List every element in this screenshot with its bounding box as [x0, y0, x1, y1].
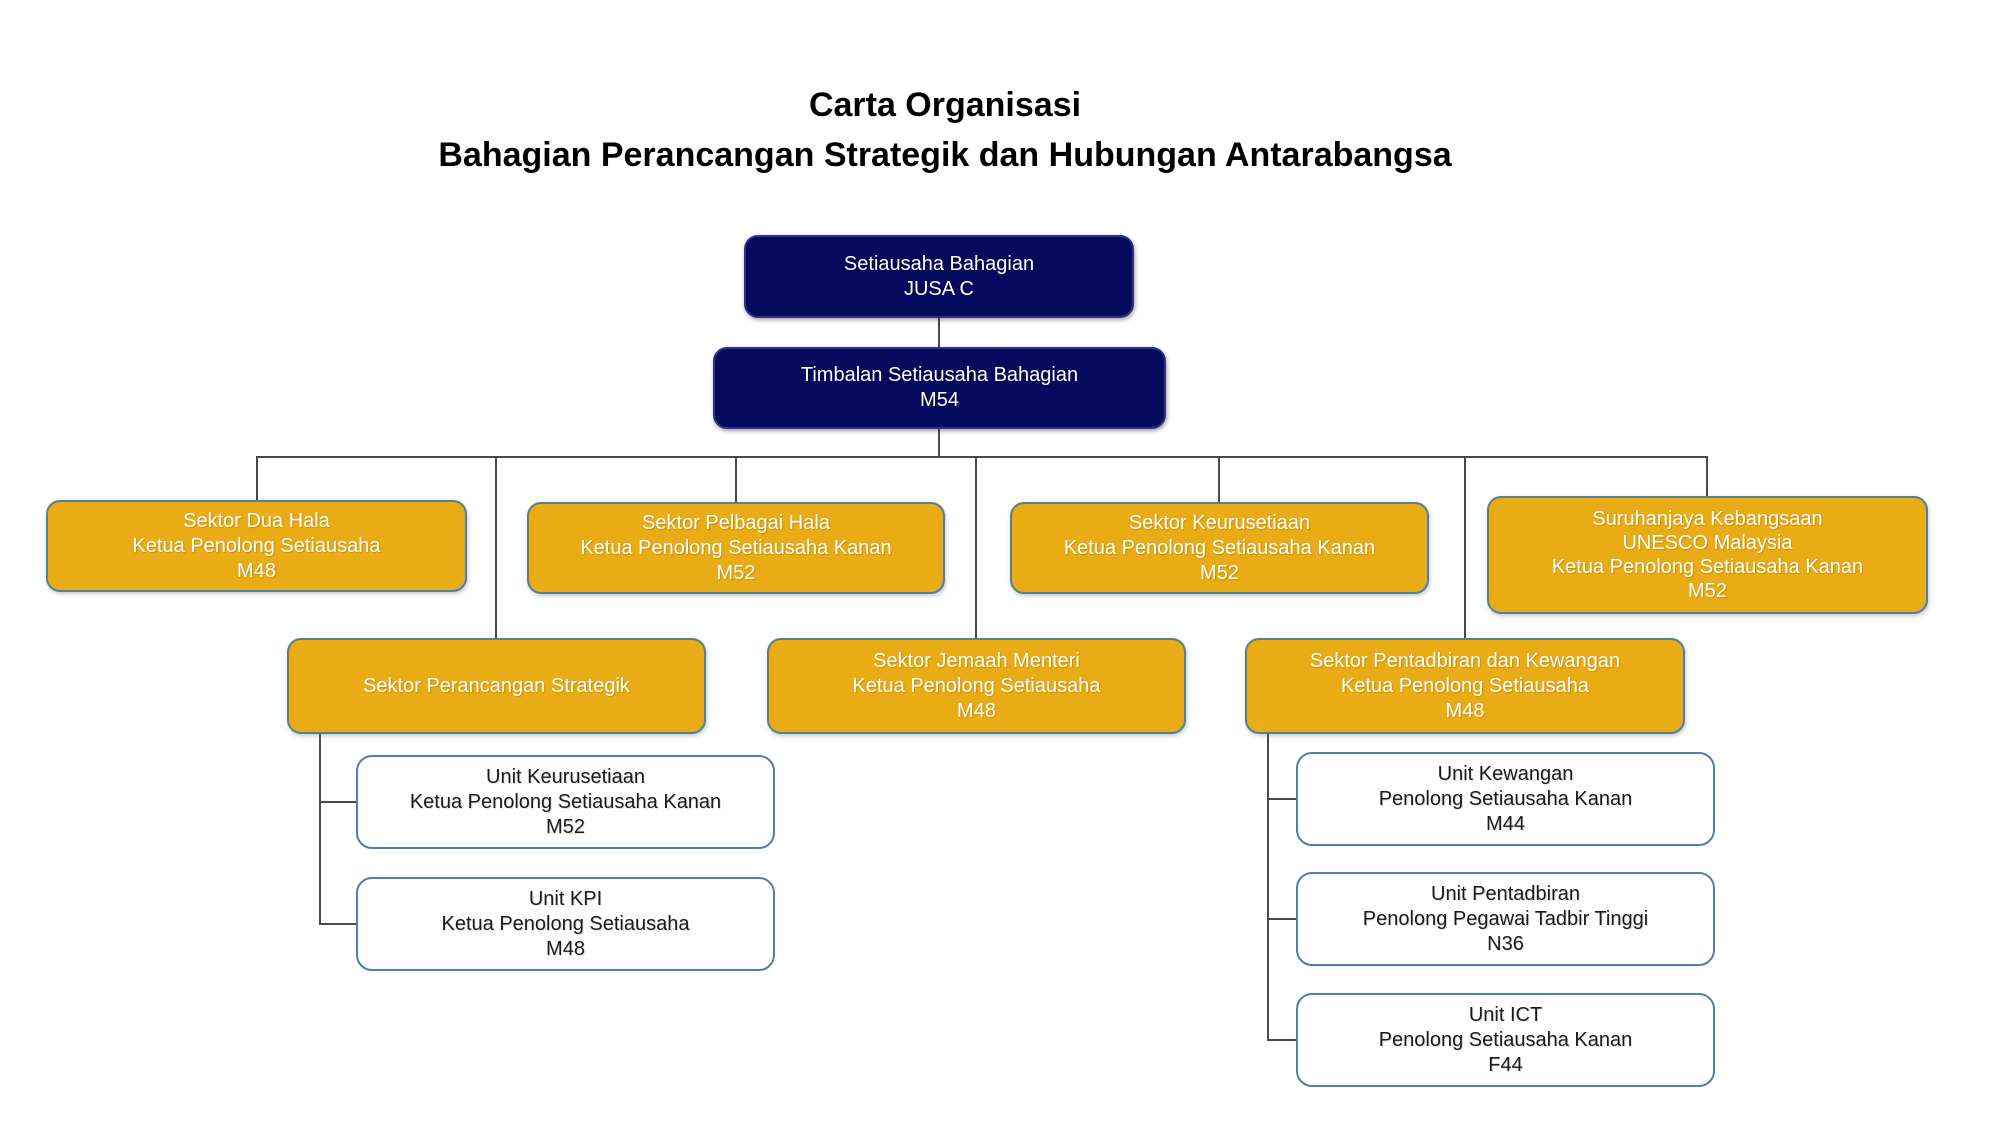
node-post: Ketua Penolong Setiausaha — [852, 674, 1101, 697]
node-role: Timbalan Setiausaha Bahagian — [800, 364, 1079, 386]
node-post: Penolong Setiausaha Kanan — [1378, 1028, 1633, 1051]
org-node-suruhanjaya-unesco: Suruhanjaya Kebangsaan UNESCO Malaysia K… — [1487, 496, 1928, 614]
node-role: Sektor Pelbagai Hala — [642, 511, 830, 534]
node-post: Ketua Penolong Setiausaha Kanan — [580, 536, 892, 559]
connector-bus-horizontal — [257, 456, 1707, 458]
node-role: Sektor Pentadbiran dan Kewangan — [1309, 649, 1621, 672]
node-grade: M52 — [1688, 580, 1727, 602]
connector-stub-unit-kewangan — [1267, 798, 1296, 800]
org-node-unit-keurusetiaan: Unit Keurusetiaan Ketua Penolong Setiaus… — [356, 755, 775, 849]
connector-drop-jemaah — [975, 456, 977, 638]
node-grade: M52 — [1200, 561, 1239, 584]
node-grade: M54 — [920, 389, 959, 411]
org-node-sektor-keurusetiaan: Sektor Keurusetiaan Ketua Penolong Setia… — [1010, 502, 1429, 594]
node-post: Ketua Penolong Setiausaha — [1341, 674, 1589, 697]
connector-drop-pentadbiran — [1464, 456, 1466, 638]
node-post: Ketua Penolong Setiausaha — [441, 912, 690, 935]
node-post: Ketua Penolong Setiausaha — [132, 534, 381, 557]
node-role: Unit Kewangan — [1437, 762, 1574, 785]
node-grade: F44 — [1488, 1053, 1523, 1076]
node-grade: M48 — [546, 937, 585, 960]
node-grade: M48 — [1445, 699, 1485, 722]
node-role: Sektor Dua Hala — [183, 509, 330, 532]
node-grade: M48 — [957, 699, 996, 722]
node-grade: M52 — [546, 815, 585, 838]
connector-setiausaha-timbalan — [938, 318, 940, 347]
connector-drop-perancangan — [495, 456, 497, 638]
node-role: Unit Pentadbiran — [1431, 882, 1580, 905]
node-role: Suruhanjaya Kebangsaan — [1592, 508, 1823, 530]
connector-drop-keurusetiaan — [1218, 456, 1220, 502]
node-grade: M44 — [1486, 812, 1525, 835]
org-node-unit-pentadbiran: Unit Pentadbiran Penolong Pegawai Tadbir… — [1296, 872, 1715, 966]
node-role: Setiausaha Bahagian — [843, 252, 1035, 275]
org-node-sektor-pentadbiran-kewangan: Sektor Pentadbiran dan Kewangan Ketua Pe… — [1245, 638, 1685, 734]
node-grade: M48 — [237, 559, 276, 582]
connector-timbalan-bus — [938, 429, 940, 456]
node-role: Unit ICT — [1468, 1003, 1543, 1026]
node-role: Sektor Keurusetiaan — [1128, 511, 1311, 534]
org-node-unit-ict: Unit ICT Penolong Setiausaha Kanan F44 — [1296, 993, 1715, 1087]
org-node-sektor-perancangan-strategik: Sektor Perancangan Strategik — [287, 638, 706, 734]
node-role: Unit Keurusetiaan — [486, 765, 645, 788]
connector-stub-unit-ict — [1267, 1039, 1296, 1041]
node-role: Sektor Jemaah Menteri — [873, 649, 1080, 672]
connector-drop-pelbagai-hala — [735, 456, 737, 502]
connector-drop-dua-hala — [256, 456, 258, 500]
node-grade: N36 — [1487, 932, 1524, 955]
org-node-timbalan-setiausaha: Timbalan Setiausaha Bahagian M54 — [713, 347, 1166, 429]
chart-title-line1: Carta Organisasi — [808, 86, 1082, 124]
org-node-sektor-dua-hala: Sektor Dua Hala Ketua Penolong Setiausah… — [46, 500, 467, 592]
connector-stub-unit-kpi — [319, 923, 356, 925]
org-node-sektor-pelbagai-hala: Sektor Pelbagai Hala Ketua Penolong Seti… — [527, 502, 945, 594]
node-post: Penolong Setiausaha Kanan — [1378, 787, 1633, 810]
node-role: Sektor Perancangan Strategik — [363, 674, 630, 697]
connector-elbow-pentadbiran-units — [1267, 734, 1269, 1040]
node-post: Ketua Penolong Setiausaha Kanan — [1551, 556, 1864, 578]
node-role2: UNESCO Malaysia — [1622, 532, 1793, 554]
org-node-unit-kpi: Unit KPI Ketua Penolong Setiausaha M48 — [356, 877, 775, 971]
org-node-setiausaha-bahagian: Setiausaha Bahagian JUSA C — [744, 235, 1134, 318]
connector-stub-unit-pentadbiran — [1267, 918, 1296, 920]
node-grade: M52 — [716, 561, 756, 584]
connector-stub-unit-keurusetiaan — [319, 801, 356, 803]
node-post: Ketua Penolong Setiausaha Kanan — [409, 790, 722, 813]
connector-drop-unesco — [1706, 456, 1708, 496]
connector-elbow-perancangan-units — [319, 734, 321, 924]
org-node-unit-kewangan: Unit Kewangan Penolong Setiausaha Kanan … — [1296, 752, 1715, 846]
chart-title: Carta Organisasi Bahagian Perancangan St… — [0, 80, 1890, 180]
chart-title-line2: Bahagian Perancangan Strategik dan Hubun… — [438, 136, 1452, 174]
node-grade: JUSA C — [903, 277, 975, 300]
org-node-sektor-jemaah-menteri: Sektor Jemaah Menteri Ketua Penolong Set… — [767, 638, 1186, 734]
node-post: Ketua Penolong Setiausaha Kanan — [1063, 536, 1376, 559]
node-role: Unit KPI — [528, 887, 603, 910]
node-post: Penolong Pegawai Tadbir Tinggi — [1362, 907, 1649, 930]
